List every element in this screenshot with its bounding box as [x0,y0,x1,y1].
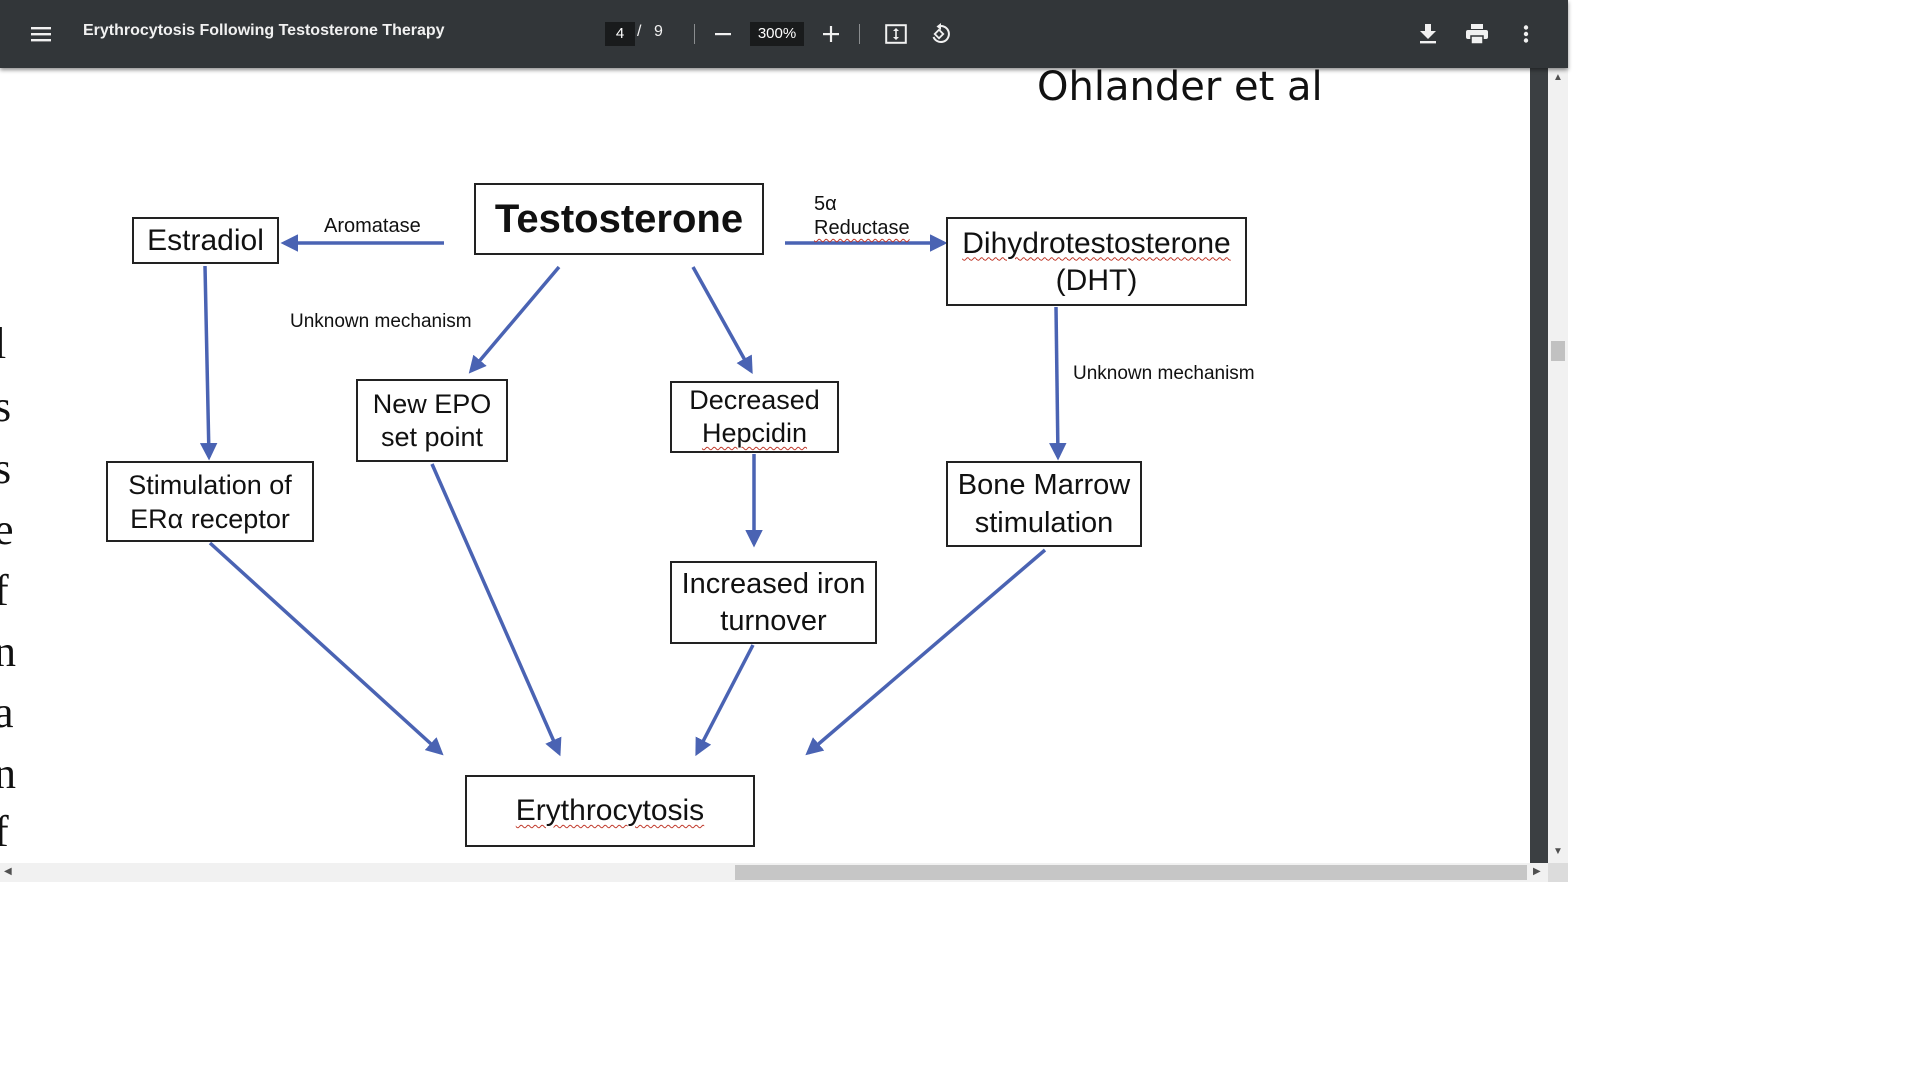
new-epo-label-line1: New EPO [372,388,492,419]
hamburger-menu-icon [31,27,51,42]
increased-iron-box: Increased iron turnover [670,561,877,644]
unknown-mechanism-left-label: Unknown mechanism [290,311,472,332]
viewer-right-margin [1530,68,1548,863]
unknown-mechanism-right-label: Unknown mechanism [1073,363,1255,384]
margin-text-fragment: s [0,444,12,493]
testosterone-box: Testosterone [474,183,764,255]
estradiol-box: Estradiol [132,217,279,264]
reductase-label: Reductase [814,217,910,239]
vertical-scrollbar[interactable]: ▲ ▼ [1548,68,1568,863]
print-icon [1466,24,1488,44]
bone-marrow-label-line1: Bone Marrow [957,469,1131,501]
decreased-hepcidin-box: Decreased Hepcidin [670,381,839,453]
scroll-up-arrow-icon[interactable]: ▲ [1553,72,1563,83]
margin-text-fragment: f [0,566,9,615]
dht-label-line2: (DHT) [1055,263,1138,297]
hepcidin-label-line1: Decreased [689,385,820,415]
new-epo-box: New EPO set point [356,379,508,462]
page-number-input[interactable]: 4 [605,22,635,46]
bone-marrow-label-line2: stimulation [974,507,1114,539]
erythrocytosis-box: Erythrocytosis [465,775,755,847]
minus-icon [715,33,731,36]
five-alpha-label: 5α [814,193,837,215]
toolbar-divider [694,24,695,44]
vertical-scroll-thumb[interactable] [1551,341,1565,361]
zoom-level-input[interactable]: 300% [750,22,804,46]
total-pages: 9 [654,23,663,40]
fit-to-page-button[interactable] [882,20,910,48]
pdf-toolbar: Erythrocytosis Following Testosterone Th… [0,0,1568,68]
fit-to-page-icon [885,24,907,44]
document-title: Erythrocytosis Following Testosterone Th… [83,22,445,39]
zoom-in-button[interactable] [817,20,845,48]
era-receptor-box: Stimulation of ERα receptor [106,461,314,542]
menu-button[interactable] [26,20,56,48]
erythrocytosis-label: Erythrocytosis [515,794,705,827]
iron-label-line2: turnover [720,604,827,637]
hepcidin-label-line2: Hepcidin [701,418,808,448]
era-label-line2: ERα receptor [130,503,290,534]
iron-label-line1: Increased iron [681,567,866,600]
dht-label-line1: Dihydrotestosterone [962,226,1231,260]
aromatase-label: Aromatase [324,215,421,237]
margin-text-fragment: a [0,688,14,737]
testosterone-label: Testosterone [494,196,744,241]
author-caption: Ohlander et al [1037,64,1323,110]
horizontal-scrollbar[interactable]: ◀ ▶ [0,863,1548,882]
estradiol-label: Estradiol [147,223,264,257]
margin-text-fragment: n [0,627,16,676]
zoom-out-button[interactable] [709,20,737,48]
margin-text-fragment: l [0,319,7,368]
margin-text-fragment: n [0,749,16,798]
rotate-counterclockwise-icon [932,23,950,43]
scroll-right-arrow-icon[interactable]: ▶ [1533,866,1541,877]
bone-marrow-box: Bone Marrow stimulation [946,461,1142,547]
toolbar-divider [859,24,860,44]
rotate-button[interactable] [926,20,954,48]
plus-icon [823,26,839,42]
margin-text-fragment: e [0,505,14,554]
more-options-button[interactable] [1512,20,1540,48]
page-separator: / [637,23,642,40]
era-label-line1: Stimulation of [128,469,292,500]
print-button[interactable] [1462,20,1492,48]
new-epo-label-line2: set point [380,421,484,452]
scrollbar-corner [1548,863,1568,882]
dht-box: Dihydrotestosterone (DHT) [946,217,1247,306]
margin-text-fragment: f [0,807,9,856]
scroll-left-arrow-icon[interactable]: ◀ [4,866,12,877]
more-vertical-icon [1523,25,1529,43]
download-button[interactable] [1414,20,1442,48]
scroll-down-arrow-icon[interactable]: ▼ [1553,846,1563,857]
download-icon [1420,24,1436,44]
horizontal-scroll-thumb[interactable] [735,865,1527,880]
margin-text-fragment: s [0,382,12,431]
